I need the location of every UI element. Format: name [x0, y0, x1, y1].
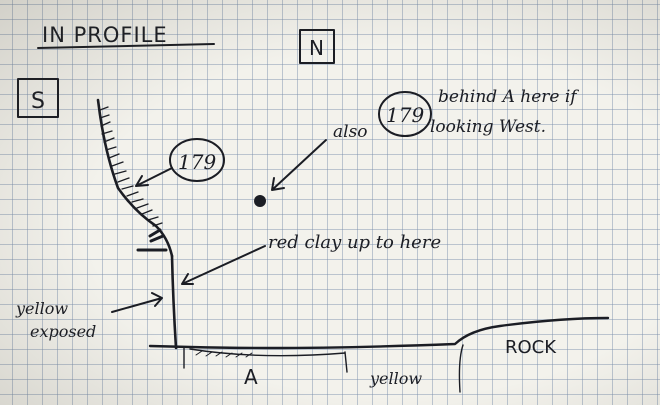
- slope-hatching: [99, 106, 163, 227]
- also-text: also: [333, 122, 368, 142]
- dot-arrow: [271, 139, 327, 191]
- yellow-exposed-line2: exposed: [30, 322, 96, 341]
- ground-detail: [183, 344, 464, 393]
- rock-label: ROCK: [505, 337, 557, 358]
- sketch-title: IN PROFILE: [42, 23, 168, 47]
- north-box: [299, 29, 335, 64]
- ground-line: [148, 316, 610, 350]
- south-label: S: [31, 89, 45, 114]
- red-clay-arrow: [181, 245, 266, 285]
- site-circle-slope: [169, 138, 225, 182]
- yellow-floor-label: yellow: [369, 369, 422, 388]
- site-circle-note: [378, 91, 432, 137]
- title-underline: [37, 43, 215, 49]
- south-box: [17, 78, 59, 118]
- behind-note-line1: behind A here if: [438, 87, 579, 107]
- floor-hatching: [195, 350, 253, 358]
- section-wall: [170, 254, 178, 350]
- find-dot: [254, 195, 266, 207]
- north-label: N: [309, 36, 324, 60]
- point-a-label: A: [244, 365, 258, 389]
- slope-arrow: [135, 167, 173, 187]
- yellow-exposed-arrow: [111, 292, 163, 313]
- red-clay-text: red clay up to here: [268, 232, 441, 253]
- behind-note-line2: looking West.: [430, 117, 546, 137]
- site-number-slope: 179: [178, 150, 216, 174]
- yellow-exposed-line1: yellow: [15, 299, 68, 318]
- site-number-note: 179: [386, 103, 424, 127]
- slope-mark: [148, 228, 165, 243]
- slope-line: [96, 98, 174, 258]
